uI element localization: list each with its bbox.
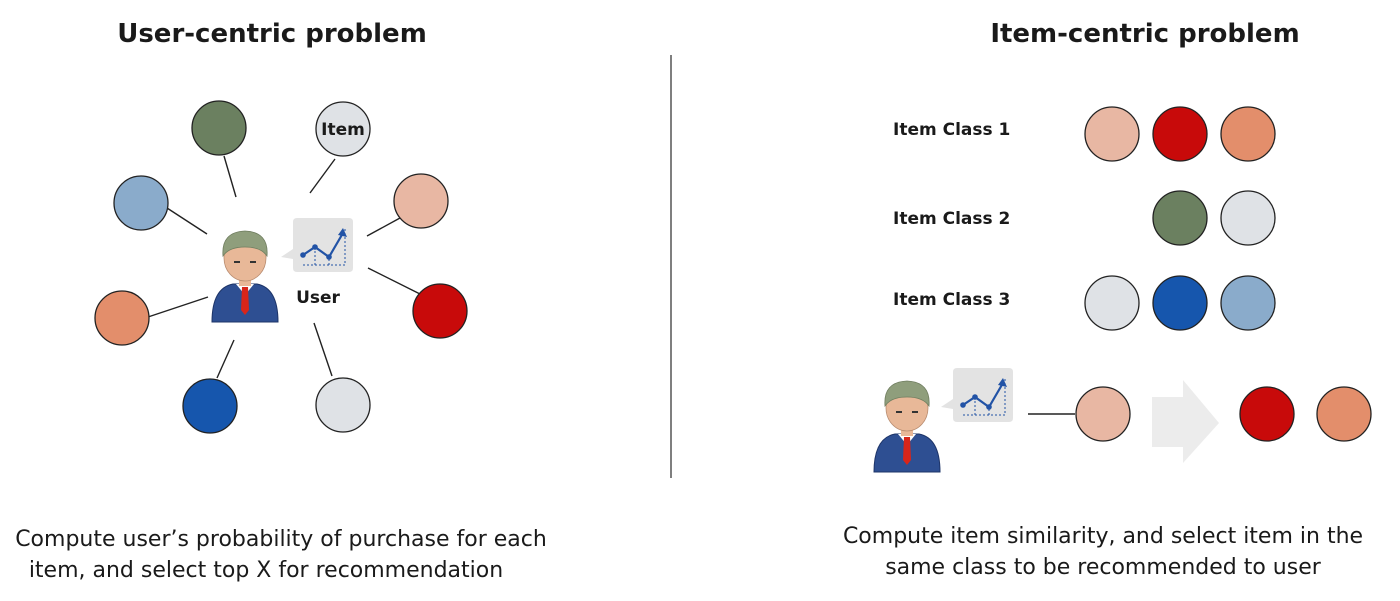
item-node-orange <box>94 290 150 346</box>
item-node-light-gray <box>315 377 371 433</box>
item-class-1-label: Item Class 1 <box>893 120 1010 140</box>
item-class-1-row <box>1084 106 1276 162</box>
item-node-steel-blue <box>113 175 169 231</box>
link-steel-blue <box>166 207 208 235</box>
left-title: User-centric problem <box>117 19 427 49</box>
recommended-item-orange <box>1316 386 1372 442</box>
link-light-gray <box>313 322 333 377</box>
class-3-item-gray <box>1084 275 1140 331</box>
link-green <box>223 155 237 198</box>
item-node-pink <box>393 173 449 229</box>
item-node-red <box>412 283 468 339</box>
left-item-nodes <box>94 100 468 434</box>
user-label: User <box>296 288 340 308</box>
chart-bubble-icon-right <box>939 366 1015 424</box>
item-class-2-label: Item Class 2 <box>893 209 1010 229</box>
link-orange <box>147 296 209 318</box>
item-class-3-label: Item Class 3 <box>893 290 1010 310</box>
item-class-2-row <box>1152 190 1276 246</box>
item-node-green <box>191 100 247 156</box>
recommended-item-red <box>1239 386 1295 442</box>
link-blue <box>216 339 235 379</box>
class-2-item-green <box>1152 190 1208 246</box>
user-avatar-right <box>873 380 941 473</box>
user-avatar <box>211 230 279 323</box>
left-caption-line-2: item, and select top X for recommendatio… <box>29 558 503 583</box>
item-label: Item <box>321 120 365 140</box>
right-caption-line-1: Compute item similarity, and select item… <box>843 524 1363 549</box>
user-item-links <box>147 155 421 379</box>
item-node-gray-label <box>315 101 371 157</box>
right-title: Item-centric problem <box>990 19 1299 49</box>
right-caption-line-2: same class to be recommended to user <box>885 555 1322 580</box>
link-red <box>367 267 421 295</box>
class-1-item-orange <box>1220 106 1276 162</box>
link-gray-label <box>309 158 336 194</box>
item-class-3-row <box>1084 275 1276 331</box>
chart-bubble-icon <box>279 216 355 274</box>
item-centric-panel: Item-centric problem Item Class 1 Item C… <box>843 19 1372 580</box>
link-pink <box>366 217 401 237</box>
class-1-item-red <box>1152 106 1208 162</box>
class-2-item-gray <box>1220 190 1276 246</box>
user-centric-panel: User-centric problem Item User Compute u <box>15 19 547 583</box>
user-purchased-item <box>1075 386 1131 442</box>
item-node-blue <box>182 378 238 434</box>
class-3-item-steel-blue <box>1220 275 1276 331</box>
recommend-arrow-icon <box>1152 380 1219 463</box>
left-caption-line-1: Compute user’s probability of purchase f… <box>15 527 547 552</box>
class-3-item-blue <box>1152 275 1208 331</box>
class-1-item-pink <box>1084 106 1140 162</box>
